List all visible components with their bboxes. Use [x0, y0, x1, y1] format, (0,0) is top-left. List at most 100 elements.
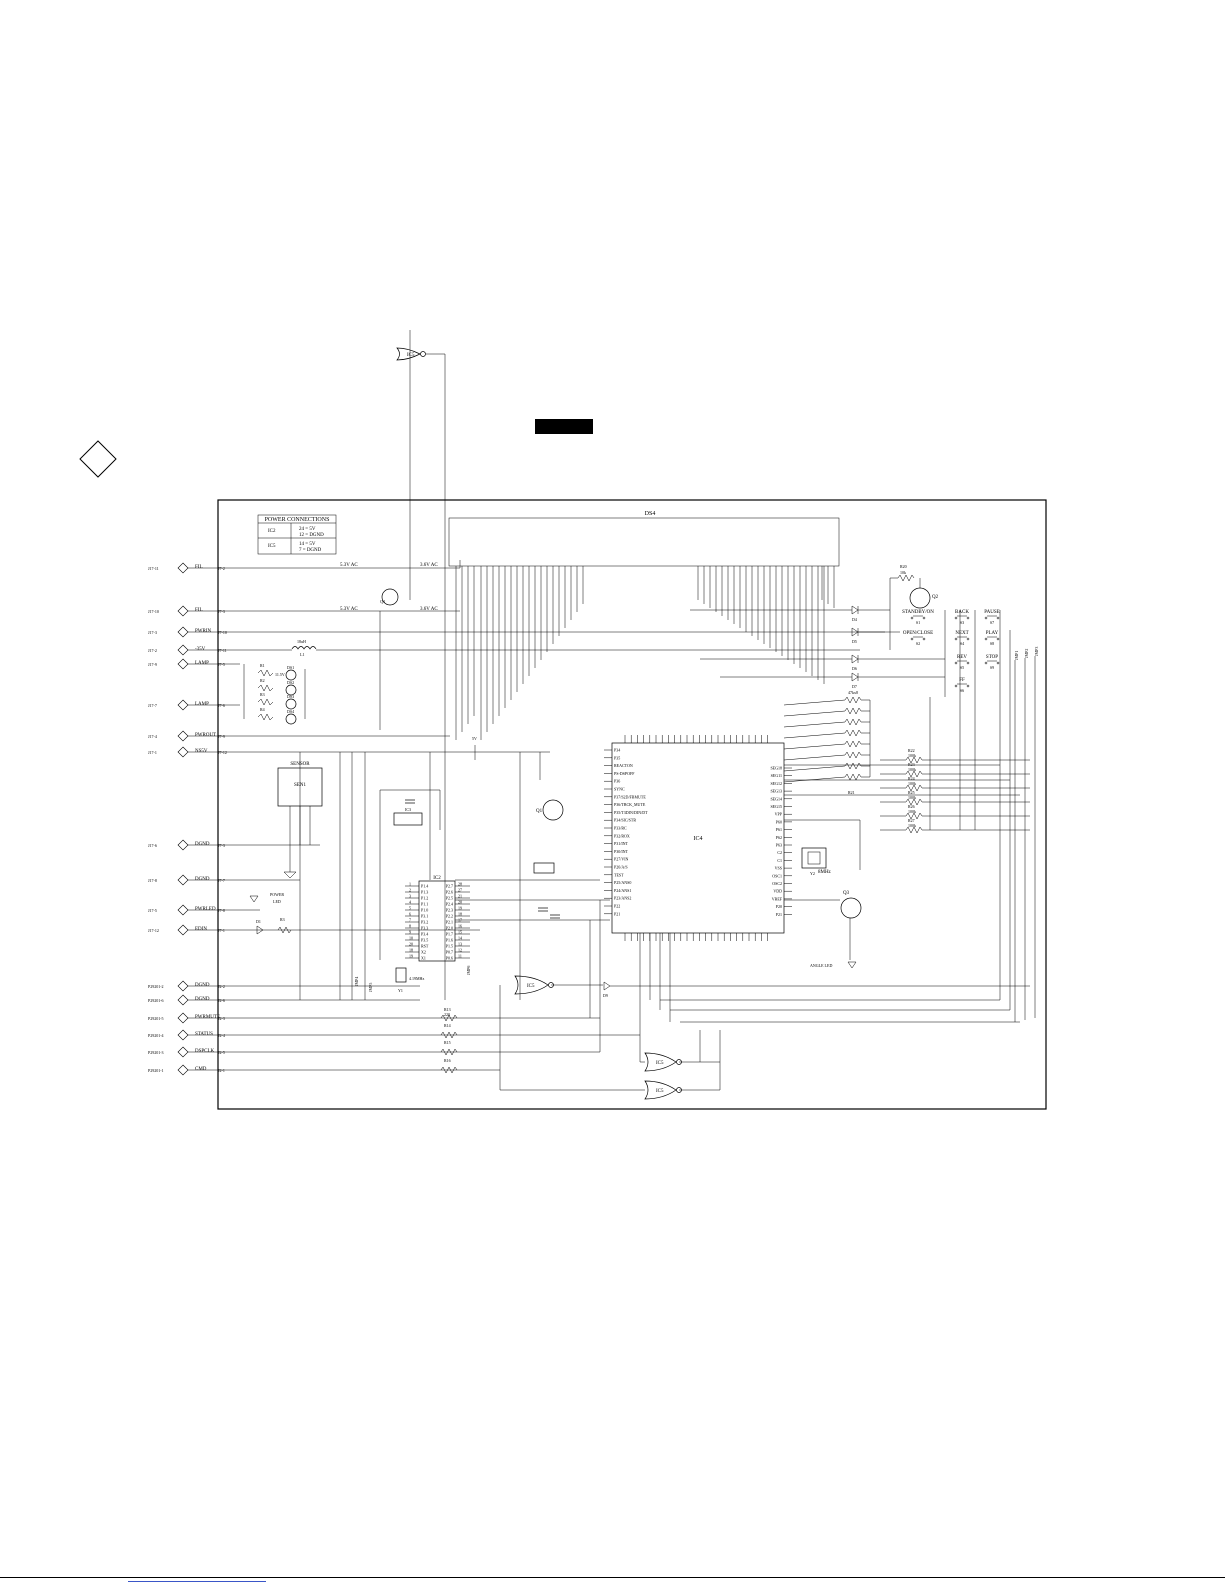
ic4-right-pin-label: VDD: [773, 889, 782, 894]
ic4-left-pin-label: P37/S2D/FBMUTE: [614, 794, 646, 799]
d5-label: D5: [852, 639, 857, 644]
connector-diamond-icon: [177, 994, 189, 1006]
ic5-middle-label: IC5: [527, 984, 535, 989]
d6-label: D6: [852, 666, 857, 671]
ic2-left-pin-num: 18: [409, 948, 413, 953]
ic2-right-pin-label: P2.1: [446, 920, 453, 925]
connector-net: DSPCLK: [195, 1049, 215, 1054]
registration-diamond: [79, 440, 117, 478]
y2-ref: Y2: [810, 871, 815, 876]
ic2-left-pin-label: X1: [421, 956, 426, 961]
ic4-right-pin-label: C2: [777, 850, 782, 855]
connector-net: LAMP: [195, 661, 209, 666]
connector-ref: P29201-4: [148, 1033, 164, 1038]
schematic-frame: [217, 499, 1047, 1110]
ic2-left-pin-num: 6: [409, 912, 411, 917]
switch-ref: S1: [916, 620, 920, 625]
power-led-text-1: POWER: [270, 892, 284, 897]
switch-label: OPEN/CLOSE: [903, 631, 933, 636]
ic4-right-pin-label: P60: [776, 819, 782, 824]
lamp-resistors: R1 R2 R3 R4: [243, 663, 306, 721]
lamp-ds1: DS1 11.5V: [275, 665, 297, 681]
connector-ref: J17-11: [148, 566, 159, 571]
connector-diamond-icon: [177, 626, 189, 638]
ic4-right-pin-label: P21: [776, 912, 782, 917]
ic2-right-pin-label: P1.6: [446, 938, 453, 943]
ic2-left-pin-num: 20: [409, 942, 413, 947]
connector-pin: J7-11: [218, 648, 227, 653]
transistor-q4: Q4: [380, 588, 399, 606]
rail-3v6-ac-top: 3.6V AC: [420, 563, 438, 568]
connector-diamond-icon: [177, 874, 189, 886]
connector-net: PWRLED: [195, 907, 216, 912]
crystal-y1: Y1 4.19MHz: [395, 967, 424, 993]
keypad-switches: STANDBY/ONS1BACKS3PAUSES7OPEN/CLOSES2NEX…: [902, 610, 1000, 693]
connector-ref: J17-9: [148, 662, 157, 667]
transistor-q2: Q2: [909, 587, 939, 609]
pullup-value: 100k: [908, 767, 916, 772]
angle-led-text: ANGLE LED: [810, 963, 832, 968]
ic4-left-pin-label: P32/ROX: [614, 833, 630, 838]
ic4-right-pin-label: P62: [776, 835, 782, 840]
connector-pin: J7-1: [218, 928, 225, 933]
r13-value: 220: [444, 1012, 450, 1017]
connector-pin: J7-12: [218, 750, 227, 755]
sensor-label: SENSOR: [290, 762, 310, 767]
connector-ref: J17-12: [148, 928, 159, 933]
ic4-right-pin-label: SEG12: [770, 781, 782, 786]
r14-label: R14: [444, 1023, 451, 1028]
r20-label: R20: [900, 564, 907, 569]
connector-pin: J2-4: [218, 1033, 225, 1038]
q2-label: Q2: [932, 595, 939, 600]
switch-label: REV: [957, 655, 967, 660]
connector-ref: P29201-6: [148, 998, 164, 1003]
ic2-right-pin-num: 11: [458, 954, 462, 959]
ds4-lamp-label: DS4: [287, 709, 294, 714]
ic2-right-pin-label: P2.2: [446, 914, 453, 919]
switch-ref: S3: [960, 620, 964, 625]
jmp-label-top-3: JMP3: [1034, 647, 1039, 656]
inductor-l1: 18uH L1: [291, 639, 317, 657]
pullup-value: 100k: [908, 753, 916, 758]
resistor-r20: R20 10k: [897, 564, 915, 582]
connector-diamond-icon: [177, 924, 189, 936]
ds3-label: DS3: [287, 694, 294, 699]
pullup-ref: R22: [908, 748, 915, 753]
power-led: POWER LED: [249, 892, 284, 904]
q4-label: Q4: [380, 599, 385, 604]
connector-diamond-icon: [177, 980, 189, 992]
switch-label: STOP: [986, 655, 998, 660]
misc-capacitors: [405, 799, 560, 919]
ic4-left-pin-label: PS-DSPOFF: [614, 771, 635, 776]
connector-diamond-icon: [177, 658, 189, 670]
y1-ref: Y1: [398, 988, 403, 993]
connector-net: LAMP: [195, 702, 209, 707]
power-box-ic5-pins2: 7 = DGND: [299, 548, 322, 553]
connector-net: FIL: [195, 608, 203, 613]
ic2-left-pin-num: 4: [409, 900, 411, 905]
pullup-ref: R25: [908, 790, 915, 795]
ic4-right-pin-label: SEG15: [770, 804, 782, 809]
connector-pin: J2-2: [218, 984, 225, 989]
ic5-gate-top: IC5: [396, 347, 445, 361]
switch-ref: S9: [990, 665, 994, 670]
jmp-label-bottom-2: JMP5: [368, 983, 373, 992]
jmp-label-bottom-1: JMP4: [354, 977, 359, 986]
ic2-left-pin-label: P1.2: [421, 896, 428, 901]
ic2-right-pin-label: P2.7: [446, 884, 453, 889]
ic2-right-pin-label: P2.4: [446, 902, 453, 907]
ic4-left-pin-label: P34/SIC/STR: [614, 818, 636, 823]
ic2-right-pin-label: P2.5: [446, 896, 453, 901]
ic4-left-pin-label: P24/ANS1: [614, 888, 631, 893]
